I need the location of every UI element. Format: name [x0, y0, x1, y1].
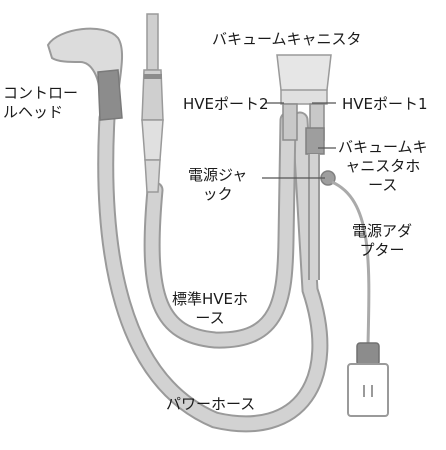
vacuum-canister-hose-label-line-2: ャニスタホ [345, 157, 421, 175]
standard-hve-hose-label-line-1: 標準HVEホ [172, 290, 249, 308]
power-adapter [347, 342, 389, 417]
standard-hve-hose-label: 標準HVEホ ース [172, 290, 248, 328]
power-adapter-cable [320, 170, 371, 346]
control-head-label-line-1: コントロー [3, 84, 79, 102]
vacuum-canister-label: バキュームキャニスタ [212, 30, 362, 48]
control-head [46, 27, 124, 121]
power-hose-label: パワーホース [166, 395, 256, 413]
vacuum-canister-hose-label-line-1: バキュームキ [338, 138, 428, 156]
power-adapter-label: 電源アダ プター [352, 222, 412, 260]
power-adapter-label-line-2: プター [359, 241, 405, 259]
leader-lines [262, 102, 336, 179]
power-jack-label: 電源ジャ ック [188, 166, 247, 204]
power-hose [97, 109, 329, 433]
control-head-label: コントロー ルヘッド [3, 84, 78, 122]
vacuum-canister-hose-label: バキュームキ ャニスタホ ース [338, 138, 428, 195]
hve-port-1-label: HVEポート1 [342, 95, 428, 113]
hve-handpiece [141, 13, 164, 193]
power-jack-label-line-2: ック [202, 185, 233, 203]
power-adapter-label-line-1: 電源アダ [352, 222, 413, 240]
standard-hve-hose-label-line-2: ース [195, 309, 225, 327]
hve-port-2-label: HVEポート2 [183, 95, 269, 113]
vacuum-canister-hose-label-line-3: ース [368, 176, 398, 194]
standard-hve-hose [143, 111, 297, 349]
vacuum-canister [276, 54, 332, 155]
control-head-label-line-2: ルヘッド [3, 103, 64, 121]
power-jack-label-line-1: 電源ジャ [188, 166, 248, 184]
